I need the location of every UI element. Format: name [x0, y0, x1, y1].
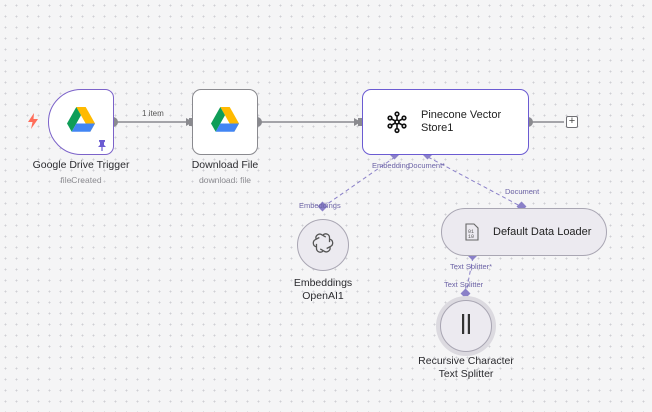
node-title: Google Drive Trigger [32, 159, 130, 171]
pin-icon[interactable] [97, 138, 107, 151]
node-title-line: OpenAI1 [302, 290, 344, 302]
node-subtitle: download: file [199, 175, 251, 185]
node-title-line: Store1 [421, 122, 454, 134]
connection-arrow [354, 118, 361, 126]
node-title-block: Pinecone Vector Store1 [421, 109, 501, 135]
node-download-file[interactable] [192, 89, 258, 155]
port-label-document: Document [505, 187, 540, 196]
node-recursive-character-text-splitter[interactable] [440, 300, 492, 352]
input-port-pinecone[interactable] [358, 118, 362, 126]
binary-file-icon: 01 10 [465, 223, 479, 241]
node-title-line: Embeddings [293, 277, 353, 289]
node-embeddings-openai[interactable] [297, 219, 349, 271]
text-splitter-icon [459, 313, 473, 340]
node-title-line: Text Splitter [438, 368, 494, 380]
port-label-embedding: Embedding [372, 161, 410, 170]
node-default-data-loader[interactable]: 01 10 Default Data Loader [441, 208, 607, 256]
node-title: Download File [191, 159, 259, 171]
connection-text-splitter[interactable] [465, 256, 474, 294]
connection-embeddings[interactable] [322, 156, 396, 208]
port-label-document: Document* [408, 161, 446, 170]
node-title: Default Data Loader [493, 225, 592, 238]
port-label-text-splitter: Text Splitter [444, 280, 484, 289]
node-google-drive-trigger[interactable] [48, 89, 114, 155]
pinecone-icon [385, 110, 409, 134]
svg-text:10: 10 [468, 234, 474, 240]
port-label-embeddings: Embeddings [299, 201, 341, 210]
node-title-line: Recursive Character [418, 355, 514, 367]
google-drive-icon [67, 107, 95, 137]
node-title-line: Pinecone Vector [421, 109, 502, 121]
openai-icon [312, 232, 334, 259]
google-drive-icon [211, 107, 239, 137]
port-diamond-embeddings-top[interactable] [317, 201, 328, 212]
node-pinecone-vector-store[interactable]: Pinecone Vector Store1 [362, 89, 529, 155]
port-label-text-splitter: Text Splitter* [450, 262, 493, 271]
port-diamond-splitter-top[interactable] [460, 288, 471, 299]
connection-document[interactable] [427, 156, 523, 208]
connection-item-count: 1 item [142, 109, 164, 118]
plus-icon: + [568, 115, 576, 127]
lightning-bolt-icon [27, 113, 39, 129]
svg-text:01: 01 [468, 229, 474, 235]
input-port-download[interactable] [189, 118, 193, 126]
node-subtitle: fileCreated [60, 175, 102, 185]
add-node-button[interactable]: + [566, 116, 578, 128]
